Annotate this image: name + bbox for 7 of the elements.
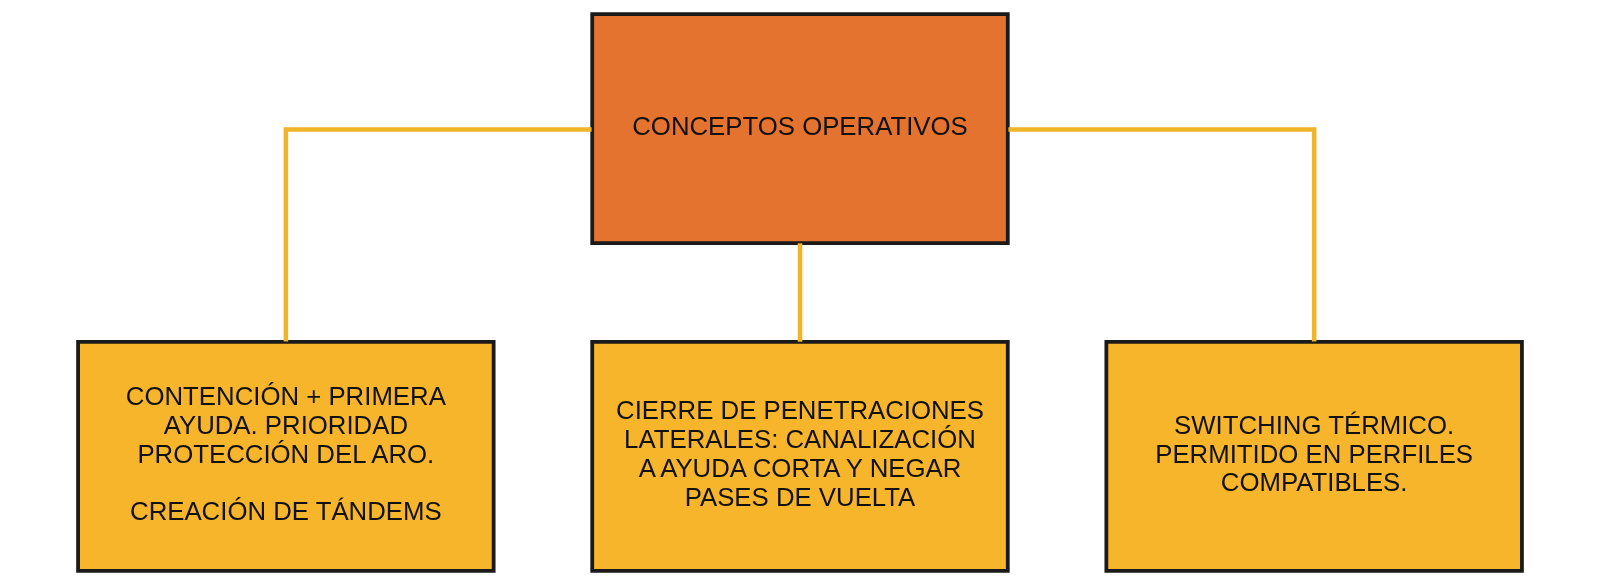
node-box: CIERRE DE PENETRACIONES LATERALES: CANALIZACIÓN A AYUDA CORTA Y NEGAR PASES DE VUELTA	[590, 339, 1010, 573]
connector	[283, 127, 592, 342]
node-box: CONCEPTOS OPERATIVOS	[590, 12, 1010, 246]
node-box: SWITCHING TÉRMICO. PERMITIDO EN PERFILES COMPATIBLES.	[1104, 339, 1524, 573]
connector	[797, 243, 803, 342]
connector	[1008, 127, 1317, 342]
node-box: CONTENCIÓN + PRIMERA AYUDA. PRIORIDAD PROTECCIÓN DEL ARO. CREACIÓN DE TÁNDEMS	[76, 339, 496, 573]
